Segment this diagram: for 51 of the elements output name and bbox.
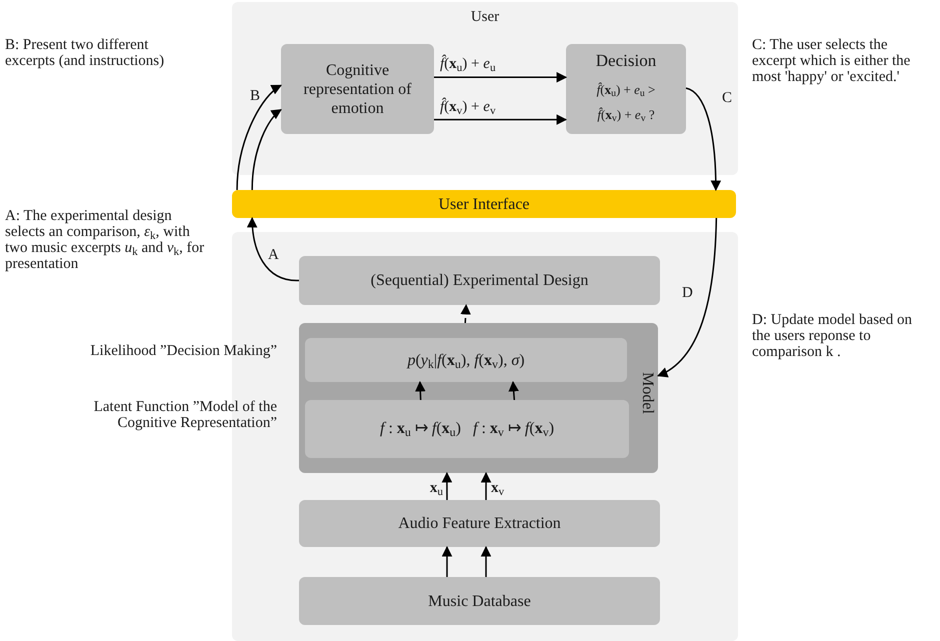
arrow [251,109,282,190]
process-box [299,577,660,625]
annotation: A: The experimental design selects an comparison, ε$_{k}$, with two music excerpts u$_{k}$ and v$_{k}$, for presentation [5,208,205,272]
edge-label: A [268,247,279,264]
side-caption: Likelihood ”Decision Making” [89,343,277,359]
edge-label: B [250,88,260,105]
interface-bar [232,190,736,218]
process-box [305,400,629,458]
decision-box [566,44,686,134]
edge-label: x$_{u}$ [430,480,443,497]
edge-label: f̂(x$_{u}$) + e$_{u}$ [440,56,496,73]
process-box [299,500,660,547]
process-box [305,338,627,382]
arrow [480,546,492,577]
formula: f : x$_{v}$ ↦ f(x$_{v}$) [473,419,554,441]
box-label: Music Database [428,592,531,610]
edge-label: x$_{v}$ [491,480,504,497]
arrow [434,114,568,125]
process-box [281,44,434,134]
box-label: Cognitive representation of emotion [302,60,412,118]
edge-label: f̂(x$_{v}$) + e$_{v}$ [440,99,496,116]
arrow [247,216,300,282]
annotation: D: Update model based on the users reponse to comparison k . [752,312,913,360]
side-caption: Latent Function ”Model of the Cognitive Representation” [92,399,277,431]
formula: f̂(x$_{v}$) + e$_{v}$ ? [597,106,655,124]
box-title: Decision [596,50,656,72]
formula: f : x$_{u}$ ↦ f(x$_{u}$) [380,419,461,441]
arrow [442,472,452,500]
annotation: C: The user selects the excerpt which is either the most 'happy' or 'excited.' [752,37,912,85]
edge-label: C [722,90,732,107]
box-label: User Interface [438,194,530,214]
edge-label: D [682,285,693,302]
box-label: Audio Feature Extraction [398,514,561,533]
arrow [480,472,492,500]
arrow [236,84,282,190]
panel-title: User [470,8,500,27]
formula: p(y$_{k}$|f(x$_{u}$), f(x$_{v}$), σ) [407,350,525,370]
box-label: (Sequential) Experimental Design [370,271,588,290]
annotation: B: Present two different excerpts (and instructions) [5,37,165,69]
arrow [508,380,519,400]
arrow [657,218,718,376]
arrow [460,304,471,324]
model-box [299,323,658,473]
box-title: Model [638,372,658,414]
formula: f̂(x$_{u}$) + e$_{u}$ > [596,80,656,99]
process-box [299,256,660,305]
user-panel [232,2,738,175]
arrow [434,72,568,83]
arrow [686,87,721,192]
arrow [415,380,426,400]
arrow [442,546,452,577]
